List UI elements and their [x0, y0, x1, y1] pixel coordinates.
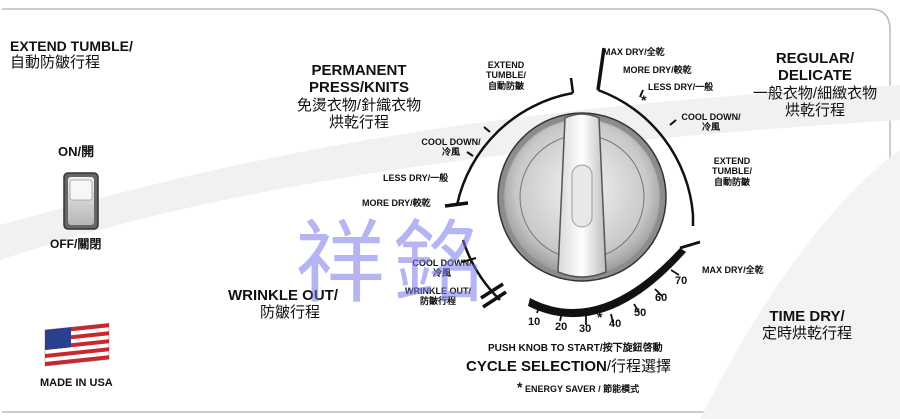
power-rocker-switch[interactable] — [63, 172, 99, 230]
timer-number-30: 30 — [579, 323, 592, 335]
timer-number-20: 20 — [555, 321, 568, 333]
timer-tick-max — [679, 240, 701, 250]
switch-on-label: ON/開 — [58, 144, 95, 159]
wo-tick-2 — [480, 282, 504, 300]
dial-label-reg-extend-tumble: EXTEND TUMBLE/ 自動防皺 — [712, 156, 752, 187]
wo-tick-1 — [461, 257, 477, 263]
time-dry-heading: TIME DRY/ 定時烘乾行程 — [761, 308, 852, 343]
timer-number-70: 70 — [675, 275, 688, 287]
watermark-text: 祥銘 — [295, 211, 491, 316]
timer-scale — [528, 248, 686, 318]
timer-ticks — [536, 269, 680, 325]
energy-saver-legend: * ENERGY SAVER / 節能模式 — [517, 379, 640, 395]
pp-tick-start — [444, 201, 469, 208]
dial-label-wo-cool-down: COOL DOWN/ 冷風 — [412, 258, 472, 279]
permanent-press-heading: PERMANENT PRESS/KNITS 免燙衣物/針織衣物 烘乾行程 — [296, 62, 422, 131]
dial-label-pp-more-dry: MORE DRY/較乾 — [362, 198, 431, 208]
reg-cycle-arc — [597, 88, 695, 216]
energy-saver-marker-icon: * — [641, 92, 647, 108]
dial-label-reg-max-dry: MAX DRY/全乾 — [603, 47, 665, 57]
switch-off-label: OFF/關閉 — [50, 237, 102, 251]
usa-flag-icon — [44, 322, 110, 367]
extend-tumble-heading: EXTEND TUMBLE/ 自動防皺行程 — [10, 38, 133, 72]
dial-label-reg-more-dry: MORE DRY/較乾 — [623, 65, 692, 75]
reg-tick-2 — [669, 119, 677, 126]
pp-tick-1 — [483, 126, 491, 133]
timer-number-60: 60 — [655, 292, 668, 304]
dial-label-reg-cool-down: COOL DOWN/ 冷風 — [681, 112, 741, 133]
dial-label-reg-less-dry: LESS DRY/一般 — [648, 82, 714, 92]
pp-cycle-arc — [455, 91, 574, 206]
regular-delicate-heading: REGULAR/ DELICATE 一般衣物/細緻衣物 烘乾行程 — [752, 50, 878, 119]
panel-wave-2 — [700, 150, 900, 419]
timer-energy-saver-icon: * — [597, 309, 603, 325]
pp-tick-2 — [466, 151, 474, 157]
reg-tick-max — [596, 47, 606, 91]
timer-number-40: 40 — [609, 318, 622, 330]
dial-label-pp-cool-down: COOL DOWN/ 冷風 — [421, 137, 481, 158]
cycle-selection-label: CYCLE SELECTION/行程選擇 — [466, 358, 672, 375]
wo-tick-3 — [482, 290, 507, 309]
made-in-usa-label: MADE IN USA — [40, 377, 113, 389]
timer-number-50: 50 — [634, 307, 647, 319]
timer-number-10: 10 — [528, 316, 541, 328]
reg-tick-1 — [639, 89, 644, 98]
push-knob-instruction: PUSH KNOB TO START/按下旋鈕啓動 — [488, 343, 663, 354]
wo-cycle-arc — [461, 239, 501, 301]
dial-label-wo-wrinkle-out: WRINKLE OUT/ 防皺行程 — [405, 286, 471, 307]
panel-wave — [0, 85, 900, 260]
dial-label-time-max-dry: MAX DRY/全乾 — [702, 265, 764, 275]
energy-saver-star-icon: * — [517, 379, 523, 395]
dial-label-pp-less-dry: LESS DRY/一般 — [383, 173, 449, 183]
wrinkle-out-heading: WRINKLE OUT/ 防皺行程 — [228, 287, 338, 322]
dial-label-pp-extend-tumble: EXTEND TUMBLE/ 自動防皺 — [486, 60, 526, 91]
pp-tick-extend — [569, 77, 575, 94]
cycle-selector-knob[interactable] — [497, 112, 667, 282]
